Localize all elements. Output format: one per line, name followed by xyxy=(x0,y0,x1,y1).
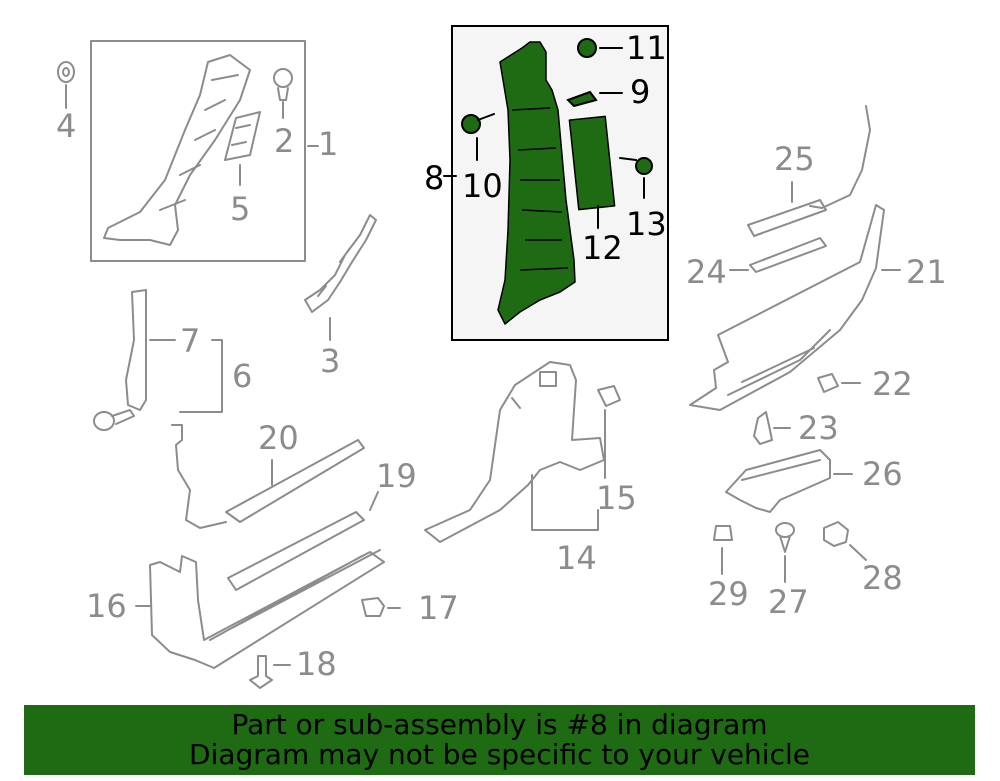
callout-4: 4 xyxy=(56,107,77,145)
banner-line-1: Part or sub-assembly is #8 in diagram xyxy=(231,708,768,741)
part-20-scuff-plate xyxy=(225,439,365,523)
callout-29: 29 xyxy=(708,575,749,613)
callout-13: 13 xyxy=(626,205,667,243)
part-7-molding xyxy=(125,289,147,411)
part-29-fastener xyxy=(713,525,733,541)
part-6-fastener xyxy=(93,411,115,431)
callout-10: 10 xyxy=(462,167,503,205)
part-15-clip xyxy=(597,385,621,407)
part-1-group-box xyxy=(90,40,306,262)
part-25-wire xyxy=(809,105,871,209)
callout-8: 8 xyxy=(424,159,445,197)
part-22-clip xyxy=(817,373,839,393)
callout-12: 12 xyxy=(582,229,623,267)
callout-5: 5 xyxy=(230,190,251,228)
part-8-b-pillar-trim xyxy=(497,41,576,325)
callout-1: 1 xyxy=(318,125,339,163)
a-pillar-detail xyxy=(159,74,239,211)
a-pillar-trim xyxy=(103,54,251,246)
part-3-bracket xyxy=(304,214,377,313)
part-19-leader xyxy=(369,491,379,511)
part-18-screw xyxy=(249,655,273,689)
part-28-fastener xyxy=(823,521,849,547)
callout-18: 18 xyxy=(296,645,337,683)
part-20-wire xyxy=(171,424,227,529)
callout-20: 20 xyxy=(258,419,299,457)
part-21-sill-panel xyxy=(689,204,885,411)
callout-22: 22 xyxy=(872,365,913,403)
part-14-bracket-line xyxy=(531,474,599,531)
banner-line-2: Diagram may not be specific to your vehi… xyxy=(189,738,810,771)
part-10-fastener xyxy=(461,113,495,134)
callout-3: 3 xyxy=(320,342,341,380)
part-6-bracket-line xyxy=(179,339,223,413)
callout-19: 19 xyxy=(376,457,417,495)
callout-9: 9 xyxy=(630,73,651,111)
parts-diagram xyxy=(57,25,901,689)
callout-26: 26 xyxy=(862,455,903,493)
part-5-bracket xyxy=(224,111,261,161)
callout-14: 14 xyxy=(556,539,597,577)
part-26-bracket xyxy=(725,449,831,513)
part-17-clip xyxy=(361,597,385,617)
callout-17: 17 xyxy=(418,589,459,627)
part-27-fastener xyxy=(775,522,795,553)
callout-25: 25 xyxy=(774,140,815,178)
part-9-screw xyxy=(566,90,598,108)
part-12-insert xyxy=(568,115,616,211)
part-13-fastener xyxy=(619,157,654,175)
part-19-scuff-plate xyxy=(227,511,365,591)
part-23-screw xyxy=(753,411,773,445)
part-4-washer xyxy=(57,61,75,83)
callout-2: 2 xyxy=(274,122,295,160)
notice-banner: Part or sub-assembly is #8 in diagram Di… xyxy=(24,705,975,775)
callout-6: 6 xyxy=(232,357,253,395)
part-24-scuff-plate xyxy=(749,237,827,273)
callout-23: 23 xyxy=(798,409,839,447)
part-11-fastener xyxy=(577,38,598,58)
callout-21: 21 xyxy=(906,253,947,291)
part-28-leader xyxy=(849,544,867,561)
callout-27: 27 xyxy=(768,583,809,621)
part-25-scuff-plate xyxy=(747,199,827,237)
part-14-kick-panel xyxy=(424,361,605,543)
callout-24: 24 xyxy=(686,253,727,291)
callout-28: 28 xyxy=(862,559,903,597)
callout-15: 15 xyxy=(596,479,637,517)
part-2-clip xyxy=(273,68,293,101)
callout-7: 7 xyxy=(180,322,201,360)
callout-16: 16 xyxy=(86,587,127,625)
callout-11: 11 xyxy=(626,29,667,67)
part-16-sill-trim xyxy=(149,549,385,669)
